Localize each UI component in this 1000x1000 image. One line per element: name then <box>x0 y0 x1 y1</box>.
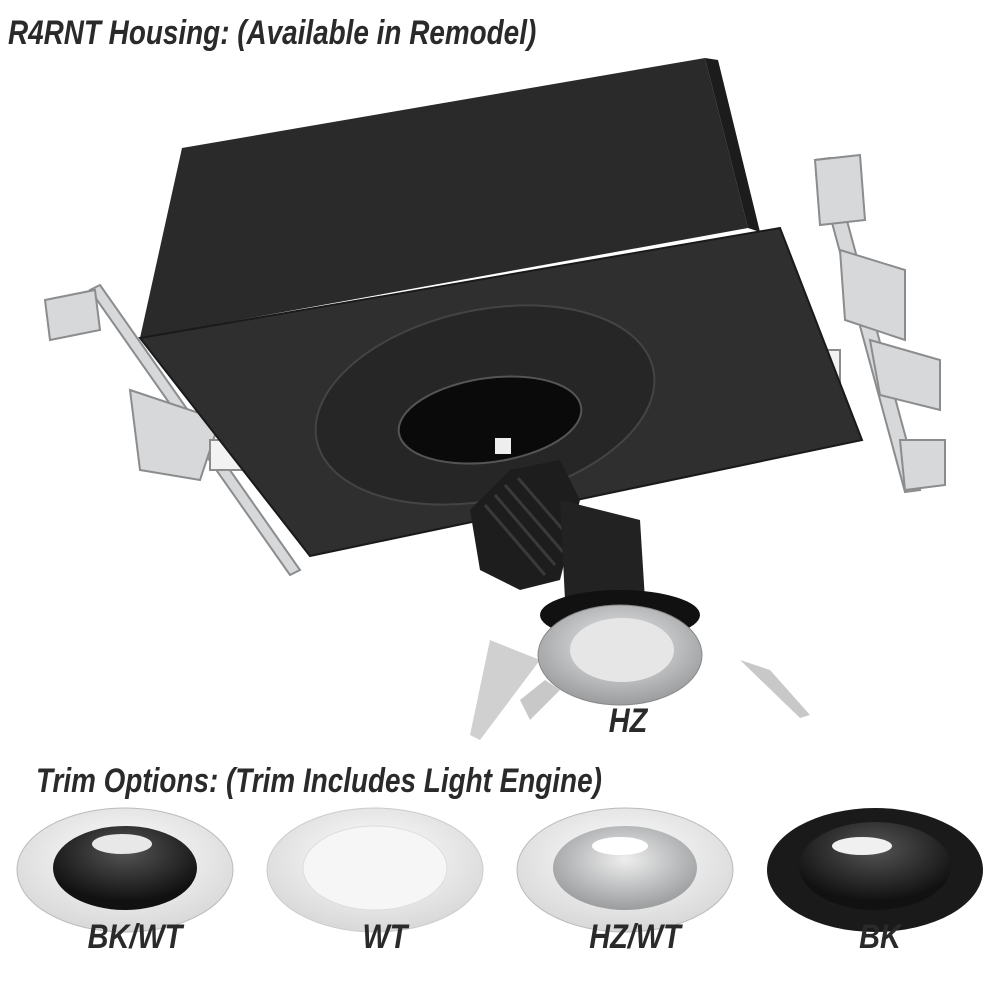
trim-label-bk-wt: BK/WT <box>87 918 183 956</box>
trim-hz-wt <box>516 807 734 933</box>
trim-label-hz-wt: HZ/WT <box>589 918 681 956</box>
light-engine <box>470 460 810 740</box>
trim-bk <box>767 808 983 932</box>
trim-bk-wt <box>16 807 234 933</box>
trim-options-title: Trim Options: (Trim Includes Light Engin… <box>36 762 602 800</box>
trim-label-wt: WT <box>362 918 408 956</box>
housing-title: R4RNT Housing: (Available in Remodel) <box>8 14 537 52</box>
aperture-hole <box>397 375 583 465</box>
trim-label-bk: BK <box>859 918 901 956</box>
shown-trim-label: HZ <box>608 702 648 740</box>
housing-box <box>140 58 748 338</box>
trim-wt <box>266 807 484 933</box>
